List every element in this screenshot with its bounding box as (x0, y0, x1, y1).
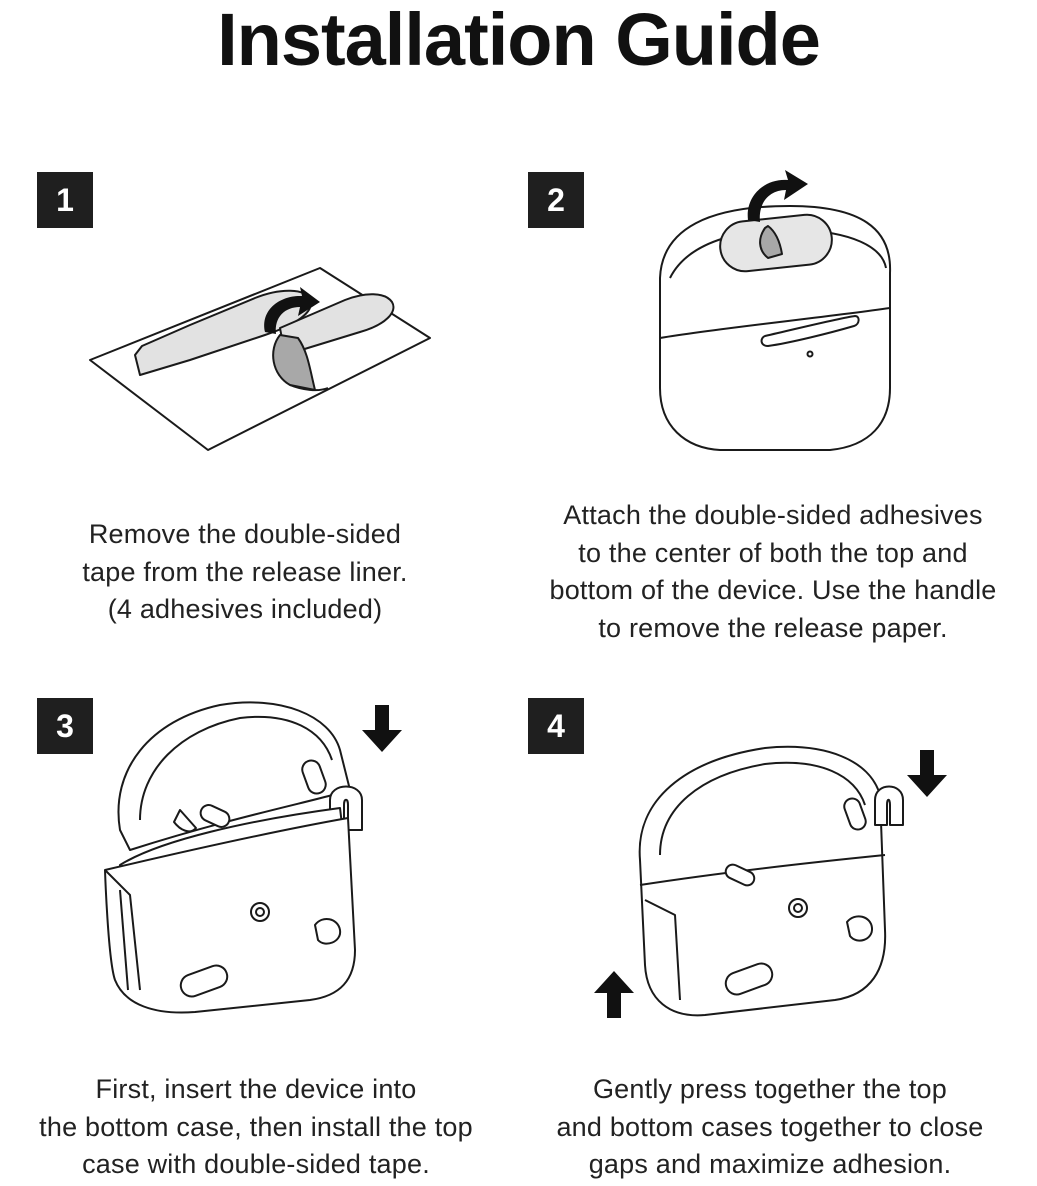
lanyard-loop (874, 785, 904, 826)
step-3-badge: 3 (37, 698, 93, 754)
curved-arrow-icon (747, 170, 808, 222)
step-2-illustration (650, 168, 900, 468)
peeled-tape (272, 334, 316, 391)
step-2-badge: 2 (528, 172, 584, 228)
step-3-caption: First, insert the device into the bottom… (39, 1074, 473, 1179)
step-4-caption: Gently press together the top and bottom… (556, 1074, 984, 1179)
page-title: Installation Guide (217, 0, 821, 81)
hinge-slot (760, 315, 860, 347)
adhesive-strip-right (279, 293, 395, 356)
airpods-case-body (659, 205, 892, 451)
step-1-caption: Remove the double-sided tape from the re… (82, 519, 408, 624)
step-1-badge: 1 (37, 172, 93, 228)
seam-line (639, 854, 886, 886)
curved-arrow-icon (264, 287, 320, 334)
assembled-case (638, 745, 887, 1017)
step-4-illustration (585, 740, 955, 1030)
peeling-tab (759, 225, 783, 259)
step-3-illustration (100, 690, 420, 1030)
up-arrow-icon (594, 971, 634, 1018)
bottom-case (104, 817, 356, 1014)
step-4-badge: 4 (528, 698, 584, 754)
top-case (117, 701, 351, 851)
down-arrow-icon (362, 705, 402, 752)
step-2-caption: Attach the double-sided adhesives to the… (549, 500, 997, 643)
step-1-illustration (80, 240, 450, 470)
down-arrow-icon (907, 750, 947, 797)
